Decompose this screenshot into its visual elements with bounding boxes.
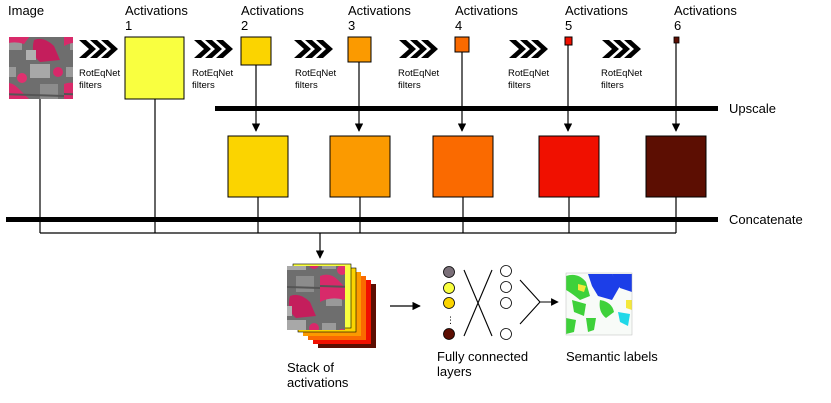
filter-label-3-line1: RotEqNet <box>295 68 337 79</box>
filter-label-2-line2: filters <box>192 80 215 91</box>
upscaled-activation-3 <box>329 135 391 198</box>
upscaled-activation-6 <box>645 135 707 198</box>
stack-label-line2: activations <box>287 375 349 390</box>
concat-connectors <box>39 99 677 259</box>
filter-label-1-line2: filters <box>79 80 102 91</box>
input-node-last <box>443 328 455 340</box>
activation-5-number: 5 <box>565 18 572 33</box>
fc-label-line2: layers <box>437 364 472 379</box>
ellipsis: ⋮ <box>446 315 455 325</box>
activation-titles: Activations 1 Activations 2 Activations … <box>125 3 737 33</box>
activation-5-title: Activations <box>565 3 628 18</box>
upscale-bar <box>215 106 718 111</box>
upscaled-activation-4 <box>432 135 494 198</box>
activation-2-number: 2 <box>241 18 248 33</box>
activation-3-number: 3 <box>348 18 355 33</box>
activation-1-square <box>124 36 185 100</box>
activation-6-number: 6 <box>674 18 681 33</box>
upscale-label: Upscale <box>729 101 776 116</box>
input-node-2 <box>443 282 455 294</box>
fully-connected-layers: ⋮ <box>443 265 559 340</box>
upscale-connectors <box>251 43 681 132</box>
filter-label-4-line2: filters <box>398 80 421 91</box>
filter-label-4-line1: RotEqNet <box>398 68 440 79</box>
input-node-1 <box>443 266 455 278</box>
filter-label-5-line1: RotEqNet <box>508 68 550 79</box>
input-aerial-image <box>9 37 73 99</box>
filter-labels: RotEqNet filters RotEqNet filters RotEqN… <box>79 68 643 91</box>
filter-label-5-line2: filters <box>508 80 531 91</box>
hidden-node-last <box>500 328 512 340</box>
semantic-label-map <box>565 272 633 336</box>
chevron-arrows <box>79 40 641 58</box>
filter-label-2-line1: RotEqNet <box>192 68 234 79</box>
image-label: Image <box>8 3 44 18</box>
activation-4-square <box>454 36 470 53</box>
activation-3-square <box>347 36 372 63</box>
upscaled-activation-5 <box>538 135 600 198</box>
fc-label-line1: Fully connected <box>437 349 528 364</box>
activation-2-title: Activations <box>241 3 304 18</box>
filter-label-1-line1: RotEqNet <box>79 68 121 79</box>
filter-label-6-line1: RotEqNet <box>601 68 643 79</box>
activation-4-title: Activations <box>455 3 518 18</box>
concatenate-label: Concatenate <box>729 212 803 227</box>
activation-1-title: Activations <box>125 3 188 18</box>
hidden-node-1 <box>500 265 512 277</box>
hidden-node-2 <box>500 281 512 293</box>
activation-4-number: 4 <box>455 18 462 33</box>
activation-2-square <box>240 36 272 66</box>
activation-stack <box>287 263 376 348</box>
activation-5-square <box>564 36 573 46</box>
activation-6-square <box>673 36 680 44</box>
concatenate-bar <box>6 217 718 222</box>
activation-1-number: 1 <box>125 18 132 33</box>
activation-6-title: Activations <box>674 3 737 18</box>
activation-3-title: Activations <box>348 3 411 18</box>
upscaled-activation-2 <box>227 135 289 198</box>
input-node-3 <box>443 297 455 309</box>
hidden-node-3 <box>500 297 512 309</box>
filter-label-3-line2: filters <box>295 80 318 91</box>
filter-label-6-line2: filters <box>601 80 624 91</box>
semantic-labels-label: Semantic labels <box>566 349 658 364</box>
stack-label-line1: Stack of <box>287 360 334 375</box>
